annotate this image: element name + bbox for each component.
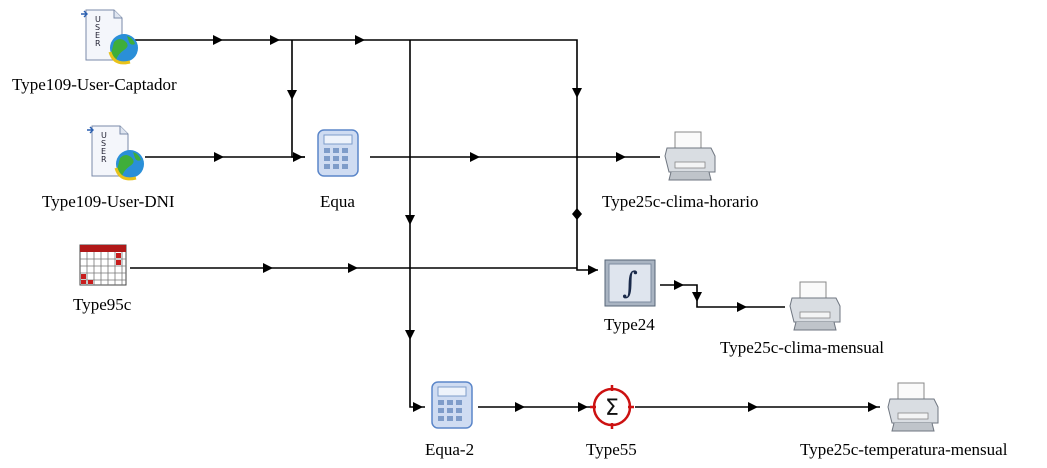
arrowhead [588,265,598,275]
arrowhead [355,35,365,45]
arrowheads [213,35,878,412]
arrowhead [405,330,415,340]
mensual-label: Type25c-clima-mensual [720,338,885,357]
svg-text:E: E [101,147,106,156]
type95c-node[interactable] [79,244,127,286]
arrowhead [868,402,878,412]
temp-label: Type25c-temperatura-mensual [800,440,1008,459]
printer-icon [887,382,939,432]
equa2-label: Equa-2 [425,440,475,459]
captador-label: Type109-User-Captador [12,75,177,94]
arrowhead [293,152,303,162]
svg-text:R: R [95,39,101,48]
arrowhead [572,208,582,220]
dni-label: Type109-User-DNI [42,192,175,211]
arrowhead [578,402,588,412]
type109-dni-node[interactable]: U S E R [87,125,144,181]
printer-icon [664,131,716,181]
temp-printer-node[interactable] [887,382,939,432]
printer-icon [789,281,841,331]
horario-label: Type25c-clima-horario [602,192,759,211]
arrowhead [413,402,423,412]
arrowhead [270,35,280,45]
weather-data-reader-icon: U S E R [87,125,144,181]
svg-text:Σ: Σ [605,396,619,421]
arrowhead [616,152,626,162]
type55-label: Type55 [586,440,637,459]
arrowhead [737,302,747,312]
type109-captador-node[interactable]: U S E R [81,9,138,65]
arrowhead [748,402,758,412]
integrator-icon: ∫ [604,259,656,307]
arrowhead [674,280,684,290]
wire-main-to-equa2[interactable] [409,40,425,408]
type55-node[interactable]: Σ [590,385,634,429]
arrowhead [572,88,582,98]
sigma-icon: Σ [590,385,634,429]
svg-text:∫: ∫ [622,266,638,301]
equa-label: Equa [320,192,355,211]
arrowhead [214,152,224,162]
calculator-icon [431,381,473,429]
svg-text:R: R [101,155,107,164]
arrowhead [348,263,358,273]
svg-text:S: S [95,23,100,32]
arrowhead [287,90,297,100]
calculator-icon [317,129,359,177]
arrowhead [263,263,273,273]
wire-captador-main[interactable] [135,39,598,271]
equa2-node[interactable] [431,381,473,429]
type95c-label: Type95c [73,295,132,314]
svg-text:U: U [95,15,101,24]
arrowhead [213,35,223,45]
svg-text:S: S [101,139,106,148]
arrowhead [515,402,525,412]
wire-type24-to-mensual[interactable] [660,284,785,308]
horario-printer-node[interactable] [664,131,716,181]
type24-label: Type24 [604,315,655,334]
svg-text:U: U [101,131,107,140]
calendar-icon [79,244,127,286]
mensual-printer-node[interactable] [789,281,841,331]
svg-text:E: E [95,31,100,40]
arrowhead [692,292,702,302]
equa-node[interactable] [317,129,359,177]
wire-captador-to-equa[interactable] [291,40,305,158]
weather-data-reader-icon: U S E R [81,9,138,65]
arrowhead [405,215,415,225]
type24-node[interactable]: ∫ [604,259,656,307]
arrowhead [470,152,480,162]
